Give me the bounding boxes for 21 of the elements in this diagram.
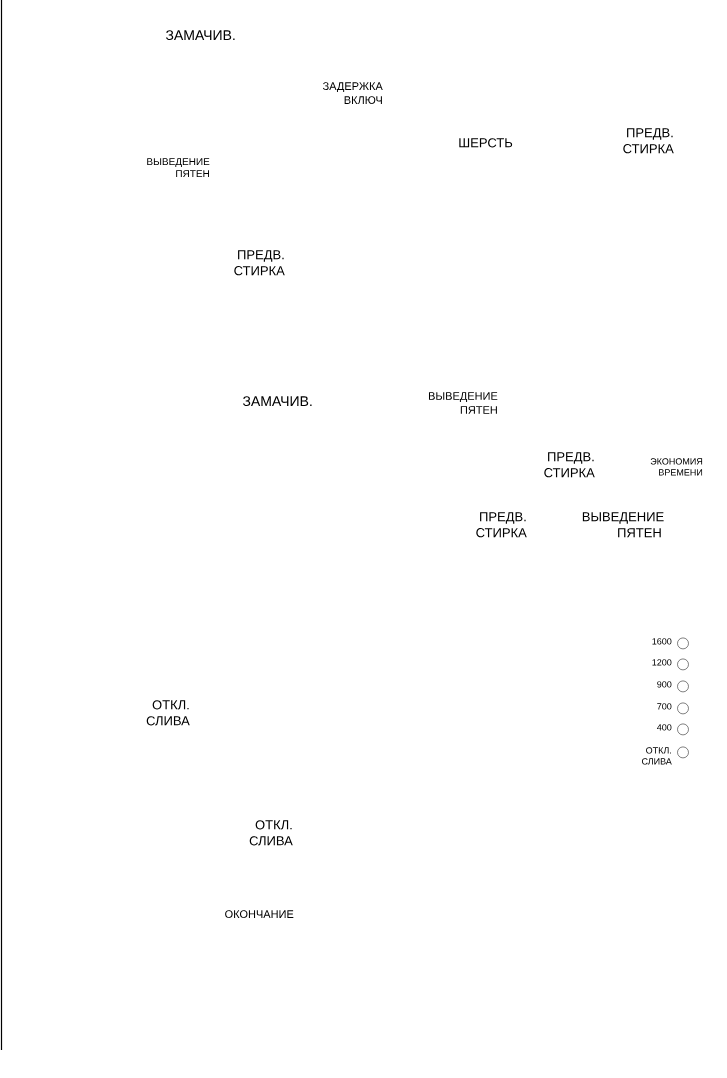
label-text: ПРЕДВ. СТИРКА xyxy=(476,512,527,538)
label-text: ПРЕДВ. СТИРКА xyxy=(234,250,285,276)
label-text: 1600 xyxy=(652,638,672,645)
label-text: ЗАМАЧИВ. xyxy=(242,396,312,407)
label-text: 900 xyxy=(657,681,672,688)
label-text: ОТКЛ. СЛИВА xyxy=(249,820,293,846)
label-text: ЭКОНОМИЯ ВРЕМЕНИ xyxy=(650,458,703,476)
label-text: ЗАМАЧИВ. xyxy=(165,30,235,41)
label-text: ПРЕДВ. СТИРКА xyxy=(623,128,674,154)
label-text: ЗАДЕРЖКА ВКЛЮЧ xyxy=(322,82,383,104)
label-text: 400 xyxy=(657,724,672,731)
label-text: ОТКЛ. СЛИВА xyxy=(146,700,190,726)
label-text: ВЫВЕДЕНИЕ ПЯТЕН xyxy=(582,512,664,538)
label-text: ШЕРСТЬ xyxy=(459,138,513,148)
label-text: ВЫВЕДЕНИЕ ПЯТЕН xyxy=(147,158,210,178)
label-text: ОТКЛ. СЛИВА xyxy=(641,747,672,765)
label-text: 700 xyxy=(657,703,672,710)
label-text: 1200 xyxy=(652,659,672,666)
label-text: ОКОНЧАНИЕ xyxy=(225,910,294,918)
label-text: ПРЕДВ. СТИРКА xyxy=(544,452,595,478)
label-text: ВЫВЕДЕНИЕ ПЯТЕН xyxy=(429,392,498,414)
